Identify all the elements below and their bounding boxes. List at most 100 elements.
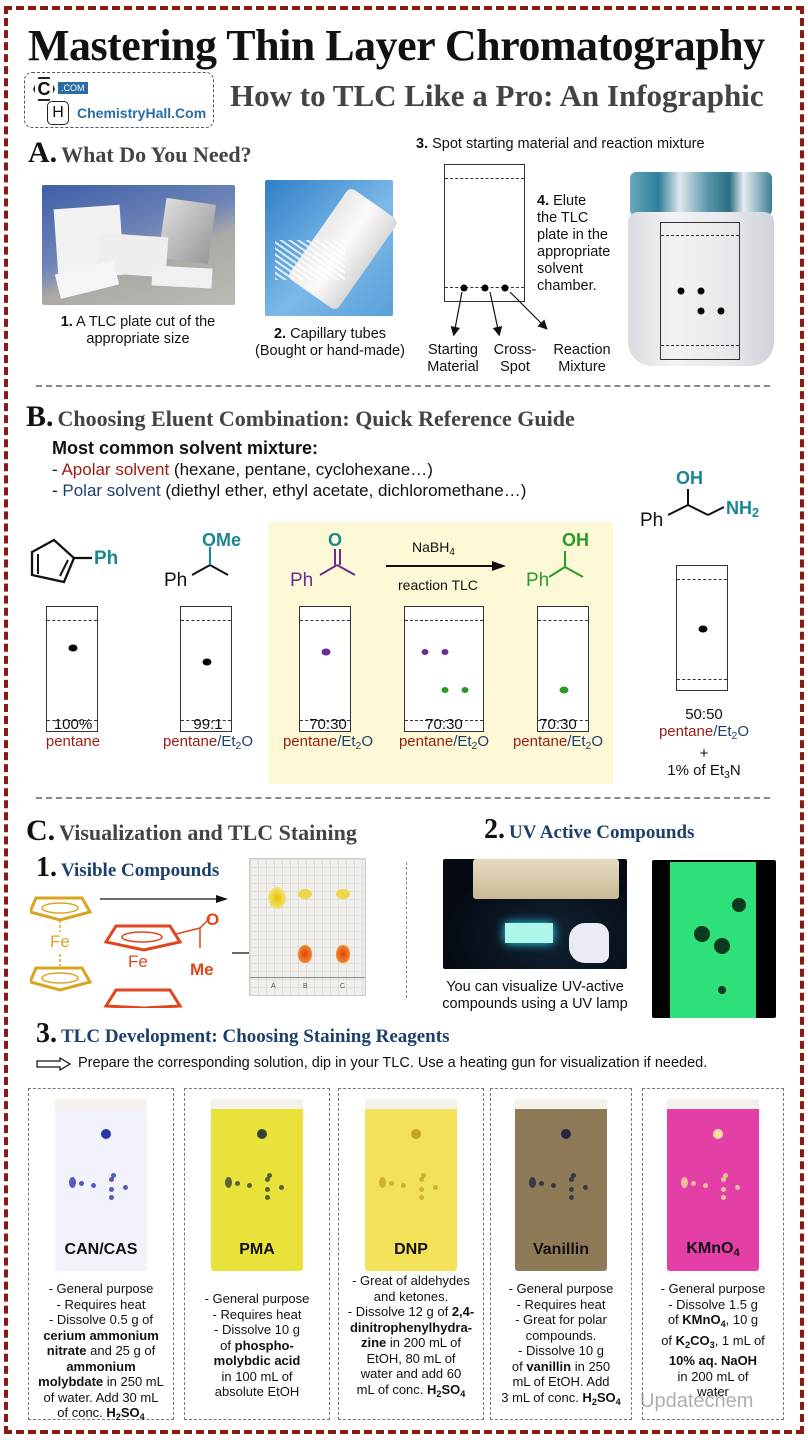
solvent-mixture-heading: Most common solvent mixture: [52,438,319,458]
solvent-chamber-jar [628,172,774,366]
stain-name: CAN/CAS [64,1241,138,1258]
arrow-to-yellow-spot [100,895,228,903]
section-divider [36,797,770,799]
baseline [47,720,97,721]
solvent-front-line [47,620,97,621]
fe-label-acetylferrocene: Fe [128,952,148,971]
tlc-spot [461,687,469,693]
uv-heading: 2. UV Active Compounds [484,814,695,845]
baseline [677,679,727,680]
methyl-label: Me [190,960,214,979]
tlc-spot [559,686,569,694]
stain-card-can: CAN/CAS - General purpose- Requires heat… [28,1088,174,1422]
stain-description: - General purpose- Requires heat- Dissol… [204,1291,310,1399]
baseline [300,720,350,721]
stain-spot [111,1173,116,1178]
ph-label-6: Ph [640,510,664,531]
stain-spot [257,1129,267,1139]
ph-group-1: Ph [94,548,119,569]
stain-spot [569,1195,574,1200]
spot-cross [481,284,489,292]
ferrocene-spot-c [336,889,350,899]
stain-spot [247,1183,252,1188]
stain-spot [703,1183,708,1188]
section-a-heading: A. What Do You Need? [28,136,252,170]
eluent-tlc-plate [676,565,728,691]
page-title: Mastering Thin Layer Chromatography [28,21,765,70]
phenylethanol-structure [548,551,584,578]
stain-spot [419,1177,424,1182]
nabh4-reagent: NaBH4 [412,539,455,558]
stain-spot [721,1177,726,1182]
label-cross-spot: Cross-Spot [493,342,537,375]
aminoalcohol-structure [667,489,725,516]
spot-reaction-mixture [501,284,509,292]
solvent-front-line [677,579,727,580]
tlc-plates-photo [42,185,235,305]
stain-card-pma: PMA - General purpose- Requires heat- Di… [184,1088,330,1420]
chemistryhall-logo[interactable]: C .COM H ChemistryHall.Com [24,72,214,128]
apolar-label: Apolar solvent [61,460,170,479]
stain-spot [401,1183,406,1188]
page-subtitle: How to TLC Like a Pro: An Infographic [230,78,764,113]
uv-lamp-photo [443,859,627,969]
apolar-solvent-line: - Apolar solvent (hexane, pentane, cyclo… [52,460,433,479]
section-b-letter: B. [26,400,54,433]
stain-spot [681,1177,688,1188]
stain-spot [265,1177,270,1182]
eluent-tlc-plate [404,606,484,732]
tlc-spot [421,649,429,655]
stain-spot [91,1183,96,1188]
item-1-caption: 1. A TLC plate cut of the appropriate si… [60,314,216,347]
ph-label-2: Ph [164,570,188,591]
stain-card-vanillin: Vanillin - General purpose- Requires hea… [490,1088,632,1420]
vertical-divider [406,862,407,998]
tlc-spot [441,687,449,693]
eluent-tlc-plate [537,606,589,732]
stain-name: DNP [394,1241,428,1258]
stain-spot [69,1177,76,1188]
kmno4-tlc-photo: KMnO4 [667,1099,759,1271]
stain-spot [721,1195,726,1200]
jar-tlc-plate [660,222,740,360]
stain-spot [539,1181,544,1186]
staining-heading: 3. TLC Development: Choosing Staining Re… [36,1018,450,1049]
solvent-front-line [538,620,588,621]
spotting-plate [444,164,525,302]
stain-spot [721,1187,726,1192]
plate-top-edge [55,1099,147,1109]
tlc-spot [441,649,449,655]
stain-spot [109,1187,114,1192]
uv-lamp [473,859,619,899]
stain-spot [101,1129,111,1139]
visible-compounds-heading: 1. Visible Compounds [36,852,220,883]
stain-spot [433,1185,438,1190]
ferrocene-structures [30,896,211,1008]
section-divider [36,385,770,387]
eluent-tlc-plate [299,606,351,732]
tlc-spot [698,625,708,633]
methoxy-structure [191,547,229,576]
stain-spot [109,1195,114,1200]
plate-top-edge [667,1099,759,1109]
eluent-tlc-plate [180,606,232,732]
ph-label-5: Ph [526,570,550,591]
solvent-front-line [405,620,483,621]
oh-group-amine: OH [676,468,703,488]
section-b-title: Choosing Eluent Combination: Quick Refer… [57,406,575,431]
section-a-title: What Do You Need? [61,142,252,167]
reaction-tlc-label: reaction TLC [398,577,478,593]
ferrocene-tlc-photo: A B C [249,858,366,996]
section-c-letter: C. [26,814,56,847]
nh2-group: NH2 [726,498,760,520]
